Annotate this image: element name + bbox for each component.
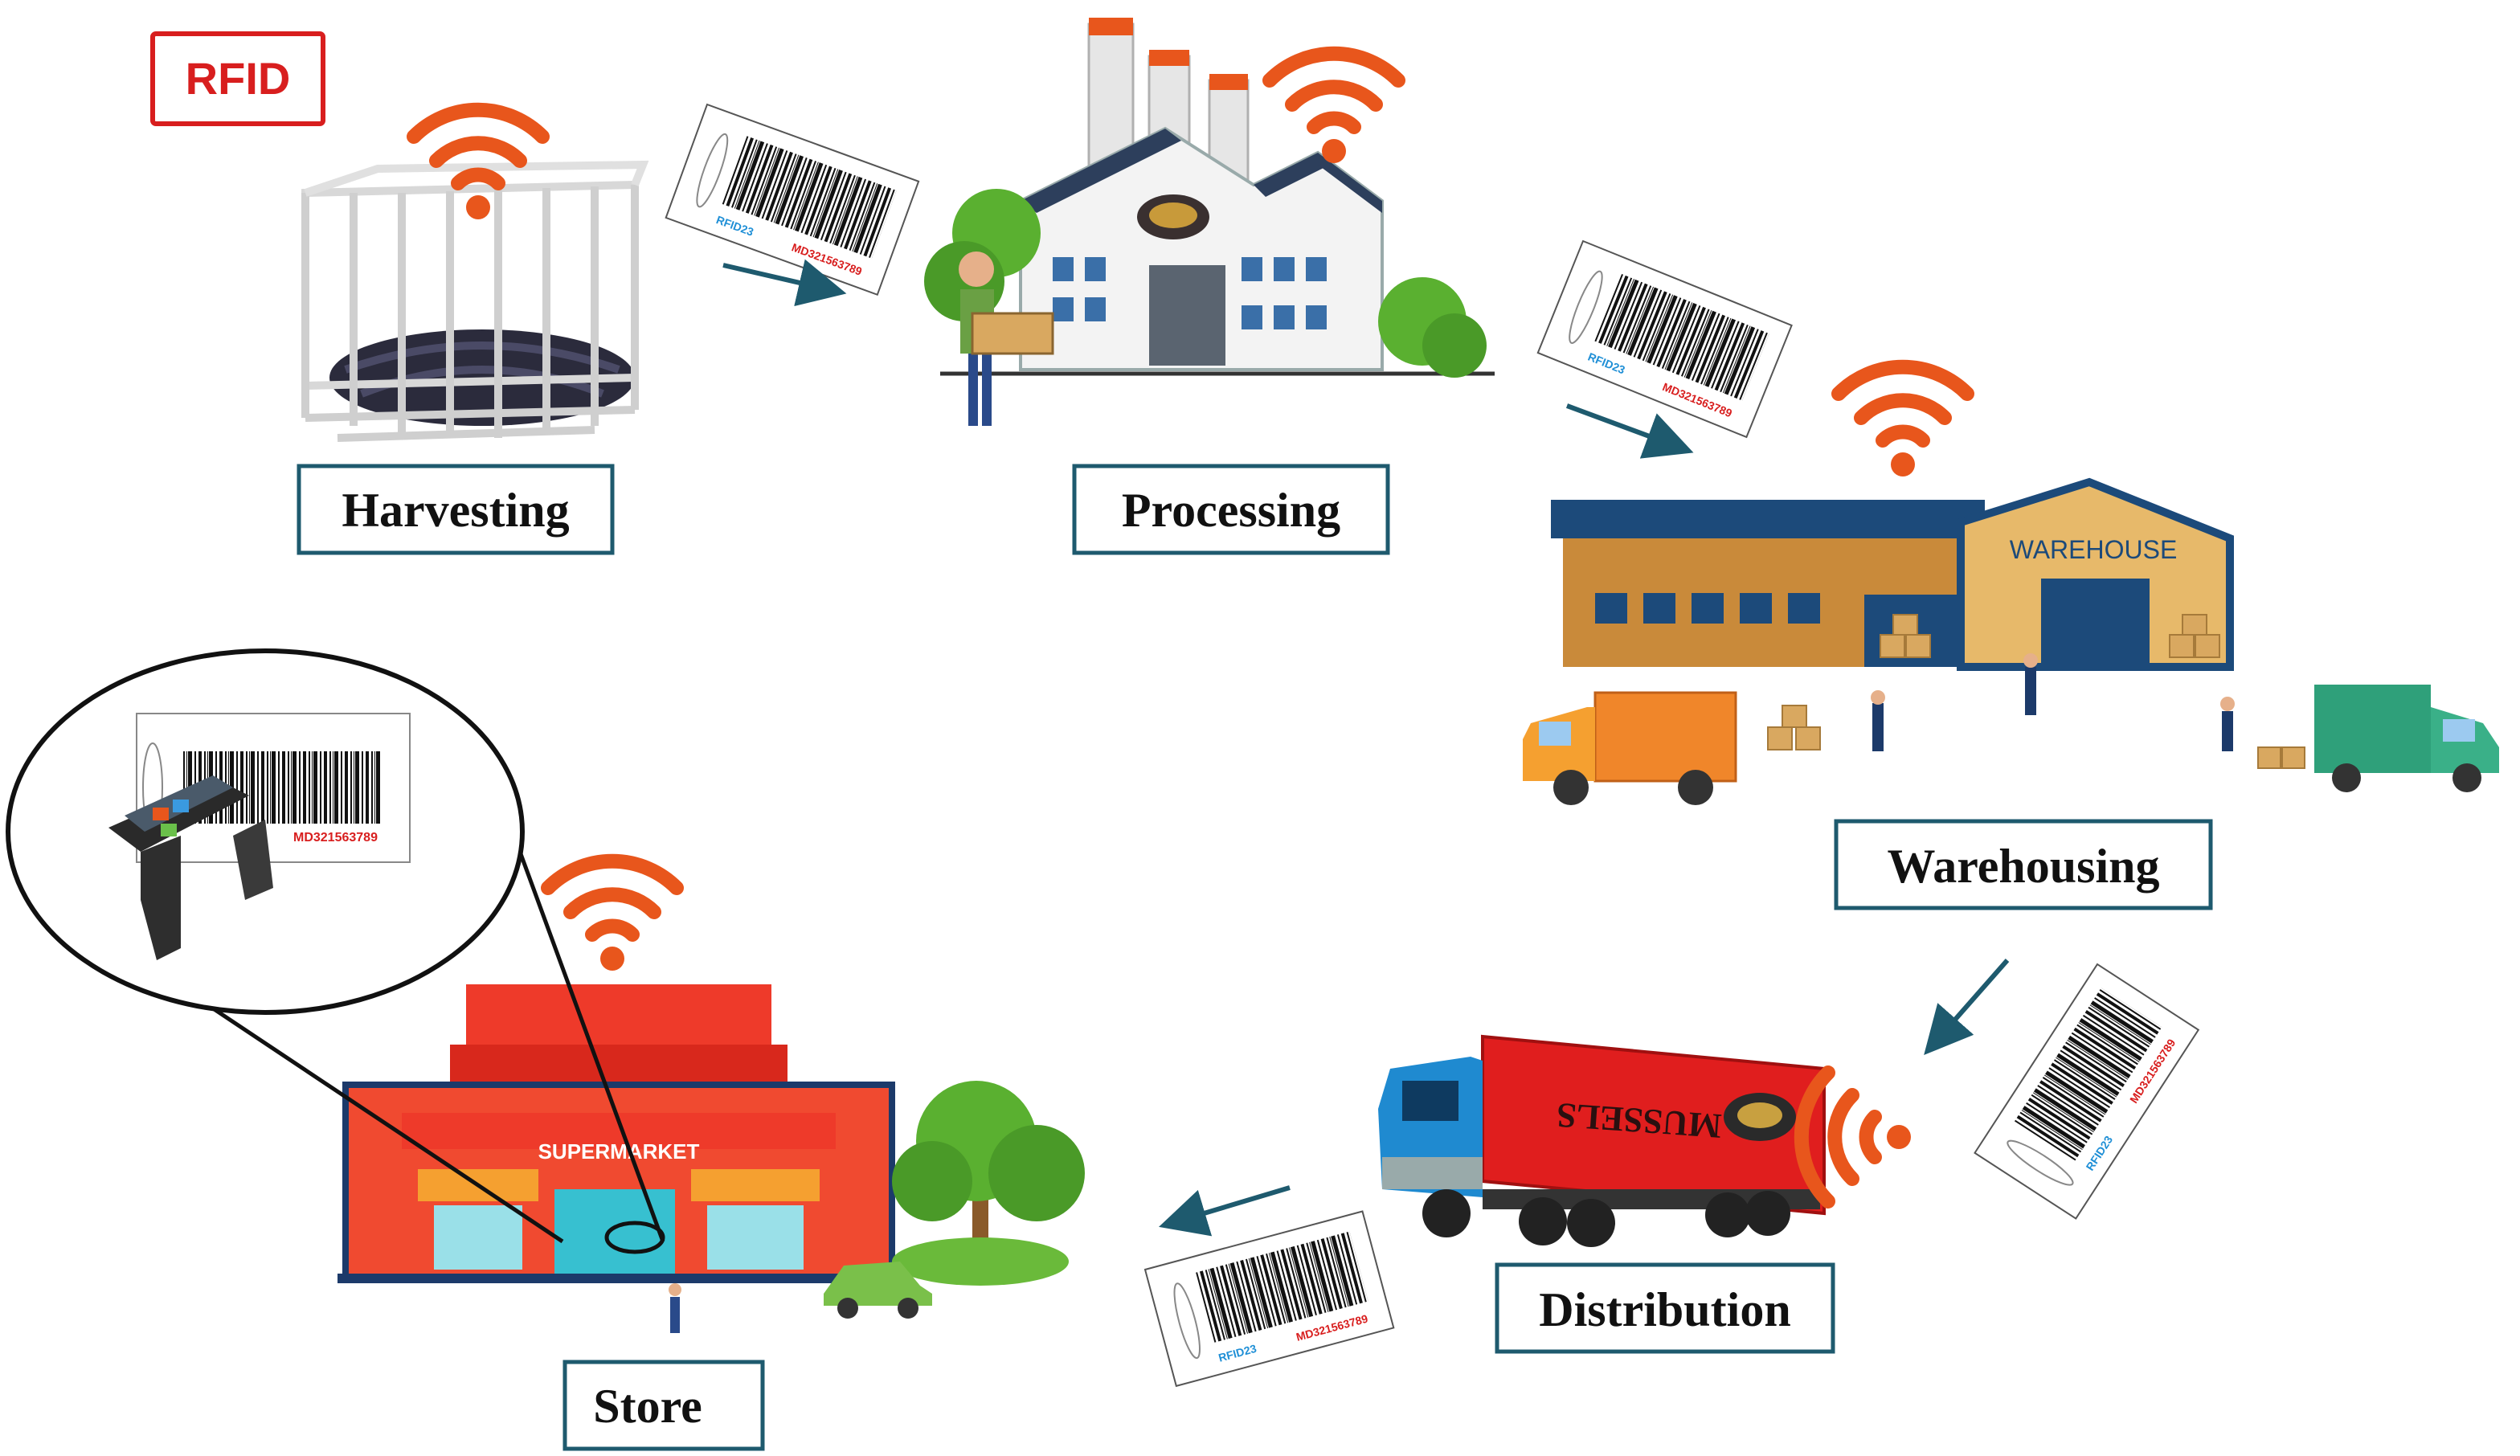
rfid-badge: RFID — [150, 31, 325, 126]
warehouse-sign: WAREHOUSE — [2010, 535, 2178, 564]
flow-arrow — [1565, 403, 1694, 459]
stage-harvesting: Harvesting — [297, 464, 615, 555]
stage-distribution-label: Distribution — [1539, 1283, 1790, 1336]
stage-processing: Processing — [1072, 464, 1390, 555]
barcode-tag-icon: MD321563789 — [136, 713, 411, 863]
flow-arrow — [1924, 959, 2010, 1056]
wifi-signal-icon — [548, 861, 677, 971]
supermarket-icon: SUPERMARKET — [338, 984, 1085, 1333]
rfid-scanner-icon — [108, 775, 273, 960]
factory-icon — [924, 18, 1495, 426]
barcode-tag-icon: RFID23 MD321563789 — [1974, 963, 2199, 1220]
warehouse-icon: WAREHOUSE — [1523, 477, 2499, 805]
stage-harvesting-label: Harvesting — [342, 484, 569, 537]
stage-warehousing-label: Warehousing — [1888, 840, 2160, 893]
stage-store-label: Store — [593, 1380, 702, 1433]
wifi-signal-icon — [1839, 367, 1967, 476]
rfid-badge-label: RFID — [186, 53, 291, 104]
truck-icon: MUSSELS — [1378, 1034, 1826, 1247]
barcode-tag-icon: RFID23 MD321563789 — [665, 104, 920, 296]
flow-arrow — [722, 259, 847, 307]
barcode-tag-icon: RFID23 MD321563789 — [1144, 1210, 1395, 1387]
stage-warehousing: Warehousing — [1834, 819, 2213, 910]
supermarket-sign: SUPERMARKET — [538, 1139, 700, 1164]
scanner-zoom-callout: MD321563789 — [6, 648, 665, 1254]
cage-icon — [301, 160, 649, 442]
stage-store: Store — [562, 1360, 765, 1451]
tag-code: MD321563789 — [293, 831, 378, 845]
flow-arrow — [1159, 1185, 1291, 1237]
wifi-signal-icon — [1270, 54, 1398, 163]
stage-distribution: Distribution — [1495, 1262, 1835, 1354]
stage-processing-label: Processing — [1122, 484, 1340, 537]
